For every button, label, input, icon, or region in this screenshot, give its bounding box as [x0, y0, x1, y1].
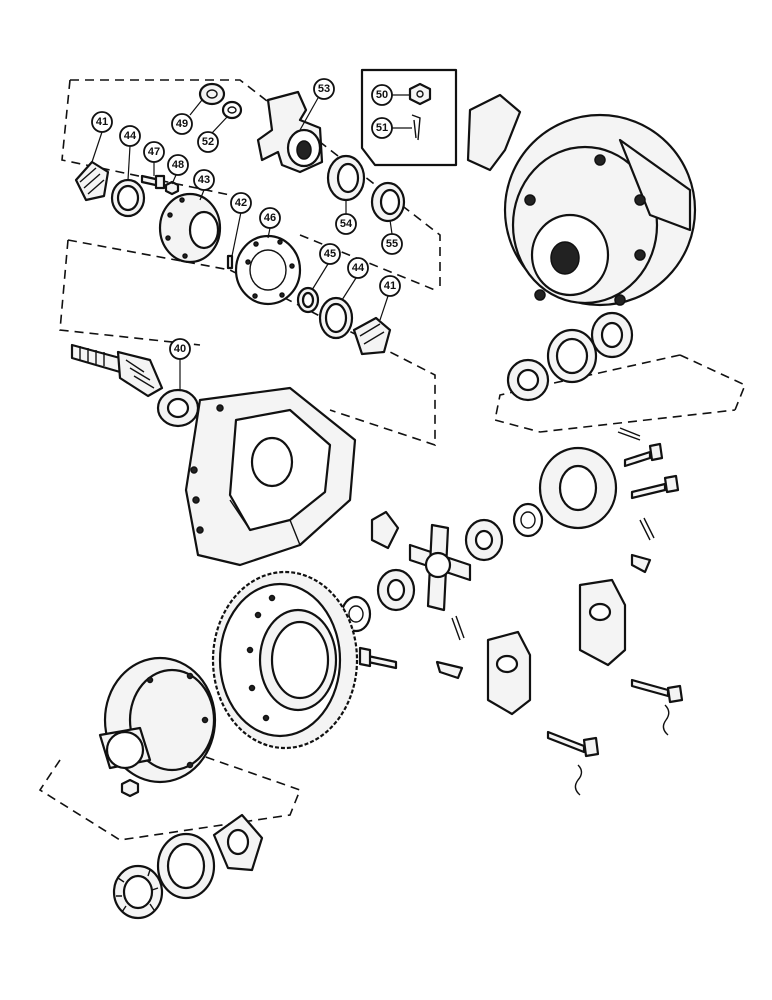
- callout-52: 52: [197, 115, 229, 153]
- bearing-cup-left: [156, 832, 216, 900]
- ring-gear-bolt: [358, 646, 398, 670]
- cotter-pin-middle: [639, 517, 655, 541]
- svg-text:45: 45: [324, 248, 336, 260]
- callout-41-lower: 41: [379, 275, 401, 321]
- inset-box: [360, 68, 458, 167]
- cotter-pin-51: [411, 114, 421, 141]
- washer-52: [221, 100, 243, 120]
- bearing-cap-right: [578, 578, 627, 667]
- callout-46: 46: [259, 207, 281, 239]
- cotter-pin-upper: [617, 427, 641, 441]
- callout-49: 49: [171, 99, 203, 135]
- thrust-washer-right: [512, 502, 544, 538]
- callout-42: 42: [230, 192, 252, 257]
- pinion-gear-small: [370, 510, 400, 550]
- lock-plate-left: [435, 660, 464, 680]
- callout-51: 51: [371, 117, 412, 139]
- group-outline-pinion: [59, 239, 436, 447]
- gasket-46: [234, 234, 302, 306]
- nut-50: [408, 82, 432, 106]
- bolt-upper: [623, 442, 664, 468]
- callout-53: 53: [299, 78, 335, 131]
- svg-text:51: 51: [376, 122, 388, 134]
- cotter-pin-left: [451, 615, 465, 641]
- callout-45: 45: [311, 243, 341, 291]
- svg-text:50: 50: [376, 89, 388, 101]
- callout-54: 54: [335, 200, 357, 235]
- lock-plate-right: [630, 553, 652, 574]
- pin-42: [226, 254, 234, 270]
- callout-40: 40: [169, 338, 191, 390]
- callout-48: 48: [167, 154, 189, 185]
- adjusting-nut-left: [112, 864, 164, 920]
- pinion-gear-shaft: [70, 343, 164, 398]
- wire-left: [574, 764, 583, 796]
- bolt-middle: [630, 474, 680, 500]
- carrier-housing: [184, 386, 357, 567]
- nut-48: [164, 180, 180, 196]
- svg-text:43: 43: [198, 174, 210, 186]
- axle-assembly: [466, 93, 697, 307]
- cap-bolt-left: [546, 730, 600, 758]
- svg-text:41: 41: [96, 116, 108, 128]
- nut-49: [198, 82, 226, 106]
- bearing-cone-right: [590, 311, 634, 359]
- yoke-53: [256, 90, 324, 174]
- bearing-cup-44-lower: [318, 296, 354, 340]
- svg-text:47: 47: [148, 146, 160, 158]
- svg-text:54: 54: [340, 218, 353, 230]
- callout-44-lower: 44: [341, 257, 369, 301]
- callout-50: 50: [371, 84, 410, 106]
- bearing-cone-41-lower: [352, 316, 392, 356]
- svg-text:44: 44: [352, 262, 365, 274]
- wire-right: [662, 704, 670, 736]
- nut-diff-case: [120, 778, 140, 798]
- svg-text:49: 49: [176, 118, 188, 130]
- spacer-45: [296, 286, 320, 314]
- bolt-47: [140, 174, 166, 190]
- side-gear-left: [376, 568, 416, 612]
- svg-text:41: 41: [384, 280, 396, 292]
- diff-case-half-right: [538, 446, 618, 530]
- callout-47: 47: [143, 141, 165, 176]
- ring-gear: [211, 570, 359, 750]
- bearing-right-outer: [506, 358, 550, 402]
- svg-text:52: 52: [202, 136, 214, 148]
- diff-case-left: [98, 656, 217, 784]
- spider-cross: [408, 523, 472, 612]
- svg-text:46: 46: [264, 212, 276, 224]
- bearing-cap-left: [486, 630, 532, 716]
- svg-text:55: 55: [386, 238, 398, 250]
- group-outline-upper: [61, 79, 441, 291]
- seal-55: [370, 181, 406, 223]
- svg-text:40: 40: [174, 343, 186, 355]
- svg-text:48: 48: [172, 159, 184, 171]
- bearing-40: [156, 388, 200, 428]
- side-gear-right: [464, 518, 504, 562]
- svg-text:42: 42: [235, 197, 247, 209]
- seal-54: [326, 154, 366, 202]
- flange-43: [158, 192, 222, 264]
- bearing-cup-44-upper: [110, 178, 146, 218]
- callout-55: 55: [381, 219, 403, 255]
- bearing-cone-left: [212, 813, 264, 872]
- group-outline-bearing-right: [494, 354, 747, 433]
- callout-43: 43: [193, 169, 215, 201]
- bearing-cone-41-upper: [74, 160, 110, 202]
- bearing-cup-right: [546, 328, 598, 384]
- cap-bolt-right: [630, 678, 684, 704]
- svg-text:53: 53: [318, 83, 330, 95]
- callout-41-upper: 41: [91, 111, 113, 163]
- group-outline-bearing-left: [38, 754, 302, 841]
- svg-text:44: 44: [124, 130, 137, 142]
- callout-44-upper: 44: [119, 125, 141, 181]
